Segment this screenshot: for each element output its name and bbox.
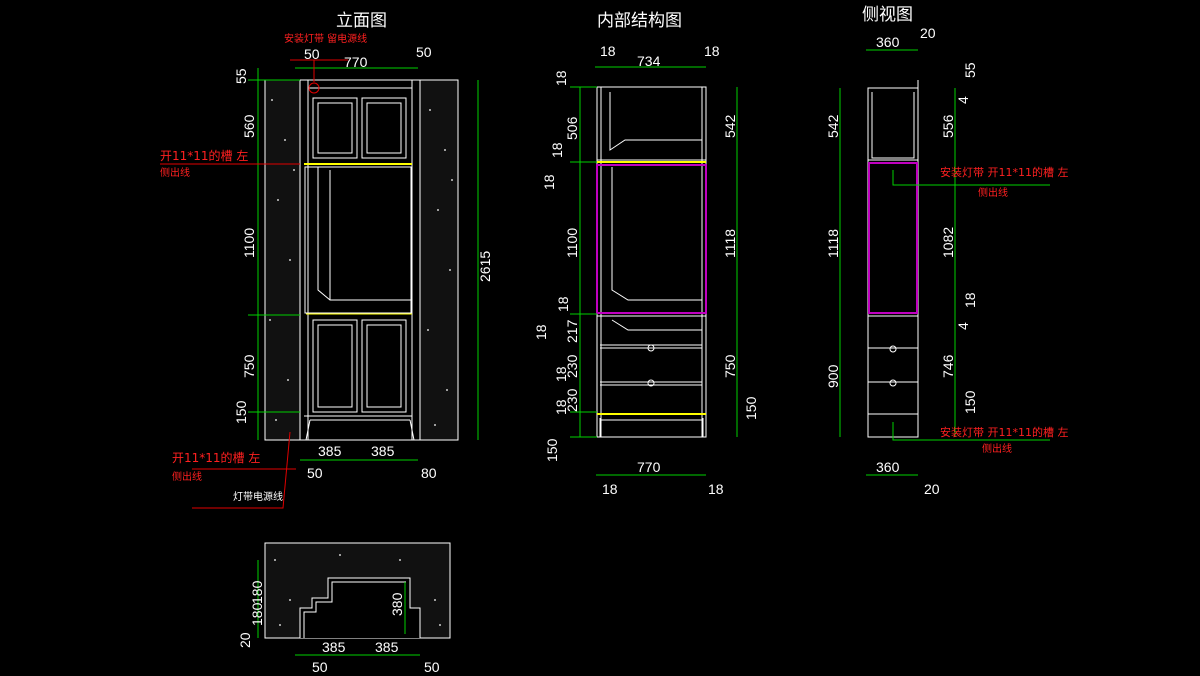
- dim-int-left: 18: [549, 142, 565, 158]
- dim-side-left: 542: [825, 114, 841, 138]
- dim-int-left: 230: [564, 354, 580, 378]
- dim-elev-height: 2615: [477, 251, 493, 282]
- dim-side-right: 1082: [940, 227, 956, 258]
- dim-int-left: 18: [533, 324, 549, 340]
- note-groove: 侧出线: [172, 470, 202, 483]
- dim-int-right: 1118: [722, 229, 738, 258]
- dim-elev-top-right: 50: [416, 44, 432, 60]
- internal-view: 18 734 18 18 506 18 18 1100 18 18 217 23…: [533, 43, 759, 497]
- note-groove: 开11*11的槽 左: [172, 450, 260, 465]
- dim-int-top: 734: [637, 53, 661, 69]
- dim-int-top: 18: [704, 43, 720, 59]
- dim-int-right: 750: [722, 354, 738, 378]
- note-groove: 开11*11的槽 左: [160, 148, 248, 163]
- dim-plan-bottom: 385: [375, 639, 399, 655]
- dim-elev-left: 560: [241, 114, 257, 138]
- stone-panel-left: [264, 79, 301, 441]
- dim-int-left: 18: [553, 399, 569, 415]
- dim-elev-left: 750: [241, 354, 257, 378]
- upper-door-right: [361, 97, 407, 159]
- dim-side-right: 150: [962, 390, 978, 414]
- upper-door-left: [312, 97, 358, 159]
- dim-plan-left: 180: [249, 602, 265, 626]
- note-side-upper: 安装灯带 开11*11的槽 左: [940, 165, 1069, 179]
- dim-int-left: 150: [544, 438, 560, 462]
- plan-view: 180 180 20 380 385 385 50 50: [237, 542, 451, 675]
- dim-int-left: 18: [553, 366, 569, 382]
- dim-plan-bottom: 50: [424, 659, 440, 675]
- note-light-power: 安装灯带 留电源线: [284, 32, 367, 45]
- note-strip-power: 灯带电源线: [233, 490, 283, 503]
- dim-side-right: 4: [955, 322, 971, 330]
- note-side-lower: 侧出线: [982, 442, 1012, 455]
- open-cavity: [304, 166, 412, 314]
- note-groove: 侧出线: [160, 166, 190, 179]
- dim-elev-top-left: 50: [304, 46, 320, 62]
- dim-int-bottom: 18: [602, 481, 618, 497]
- dim-int-left: 506: [564, 116, 580, 140]
- dim-side-top: 360: [876, 34, 900, 50]
- stone-panel-right: [419, 79, 459, 441]
- dim-side-left: 1118: [825, 229, 841, 258]
- dim-side-bottom: 360: [876, 459, 900, 475]
- dim-plan-bottom: 385: [322, 639, 346, 655]
- dim-side-right: 18: [962, 292, 978, 308]
- dim-int-left: 18: [541, 174, 557, 190]
- stone-speckle: [269, 99, 453, 426]
- dim-elev-left: 1100: [241, 228, 257, 258]
- dim-plan-left: 180: [249, 580, 265, 604]
- dim-int-left: 217: [564, 319, 580, 343]
- title-elevation: 立面图: [336, 11, 387, 30]
- lower-door-left: [312, 319, 358, 413]
- elevation-view: 50 770 50 55 560 1100 750 150 2615 385 3…: [160, 32, 493, 509]
- title-internal: 内部结构图: [597, 11, 682, 30]
- dim-elev-width: 770: [344, 54, 368, 70]
- dim-int-left: 18: [553, 70, 569, 86]
- dim-int-top: 18: [600, 43, 616, 59]
- dim-int-left: 18: [555, 296, 571, 312]
- dim-int-bottom: 18: [708, 481, 724, 497]
- dim-int-left: 230: [564, 388, 580, 412]
- dim-elev-left: 150: [233, 400, 249, 424]
- dim-side-bottom: 20: [924, 481, 940, 497]
- dim-int-right: 542: [722, 114, 738, 138]
- dim-elev-left: 55: [233, 68, 249, 84]
- dim-int-bottom: 770: [637, 459, 661, 475]
- dim-plan-depth: 380: [389, 592, 405, 616]
- dim-elev-bottom: 385: [318, 443, 342, 459]
- dim-elev-bottom: 50: [307, 465, 323, 481]
- dim-elev-bottom: 385: [371, 443, 395, 459]
- lower-door-right: [361, 319, 407, 413]
- note-side-upper: 侧出线: [978, 186, 1008, 199]
- side-view: 360 20 542 1118 900 55 4 556 1082 18 4 7…: [825, 25, 1069, 497]
- dim-side-left: 900: [825, 364, 841, 388]
- dim-plan-left: 20: [237, 632, 253, 648]
- dim-side-top: 20: [920, 25, 936, 41]
- dim-side-right: 746: [940, 354, 956, 378]
- dim-side-right: 556: [940, 114, 956, 138]
- dim-int-left: 1100: [564, 228, 580, 258]
- dim-side-right: 4: [955, 96, 971, 104]
- dim-side-right: 55: [962, 62, 978, 78]
- cavity-outline: [596, 164, 707, 314]
- dim-elev-bottom: 80: [421, 465, 437, 481]
- note-side-lower: 安装灯带 开11*11的槽 左: [940, 425, 1069, 439]
- title-side: 侧视图: [862, 5, 913, 24]
- dim-int-right: 150: [743, 396, 759, 420]
- dim-plan-bottom: 50: [312, 659, 328, 675]
